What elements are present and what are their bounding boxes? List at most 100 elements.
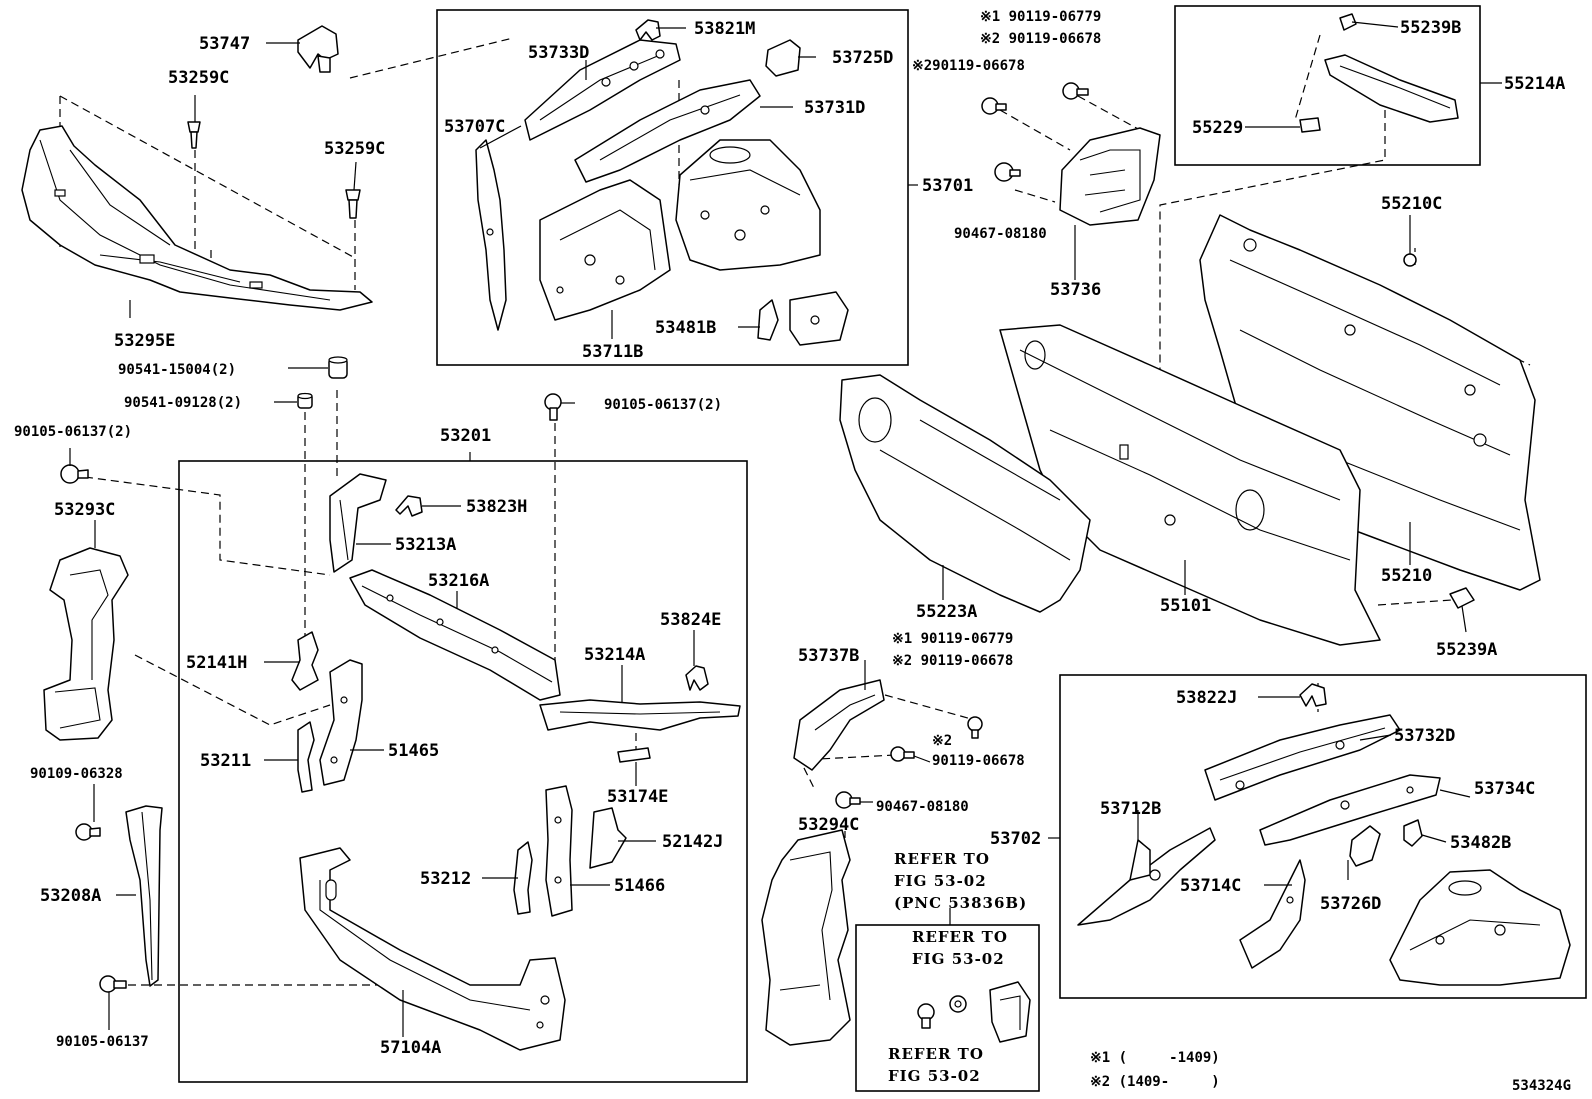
label-90119-06678-c: 90119-06678: [932, 753, 1025, 769]
label-90119-06779-1: ※1 90119-06779: [980, 9, 1101, 25]
clip-53259c-a: [187, 121, 201, 149]
label-53824e: 53824E: [660, 610, 721, 630]
label-55239b: 55239B: [1400, 18, 1461, 38]
part-53711b: [539, 179, 671, 321]
part-53822j: [1299, 683, 1327, 707]
label-53174e: 53174E: [607, 787, 668, 807]
part-52142j: [589, 807, 627, 869]
label-53823h: 53823H: [466, 497, 527, 517]
part-55229: [1299, 117, 1321, 133]
bolt-refer: [917, 1003, 935, 1029]
label-53212: 53212: [420, 869, 471, 889]
part-53212: [513, 841, 533, 915]
part-53214a: [539, 699, 741, 731]
label-51465: 51465: [388, 741, 439, 761]
label-53711b: 53711B: [582, 342, 643, 362]
part-53295e: [21, 125, 373, 311]
part-53726d: [1349, 825, 1381, 867]
label-53712b: 53712B: [1100, 799, 1161, 819]
footnote-2: ※2 (1409- ): [1090, 1074, 1220, 1090]
part-53823h: [395, 495, 423, 517]
part-55101: [999, 324, 1381, 646]
group-box-53701: [436, 9, 909, 366]
label-note-2: ※2: [932, 733, 952, 749]
bolt-90119-a: [981, 97, 1007, 115]
label-90119-06678-2: ※2 90119-06678: [980, 31, 1101, 47]
part-53824e: [685, 665, 709, 691]
refer-note-a-line3: (PNC 53836B): [894, 894, 1027, 912]
part-53732d: [1204, 714, 1401, 801]
label-53821m: 53821M: [694, 19, 755, 39]
part-55223a: [839, 374, 1091, 613]
part-53213a: [329, 473, 387, 573]
label-53822j: 53822J: [1176, 688, 1237, 708]
label-53295e: 53295E: [114, 331, 175, 351]
part-53734c: [1259, 774, 1441, 846]
label-55101: 55101: [1160, 596, 1211, 616]
bolt-90119-c: [967, 716, 983, 739]
part-53707c: [475, 139, 507, 331]
label-53482b: 53482B: [1450, 833, 1511, 853]
bolt-90467-08180-b: [835, 791, 861, 809]
label-52141h: 52141H: [186, 653, 247, 673]
label-53707c: 53707C: [444, 117, 505, 137]
label-55214a: 55214A: [1504, 74, 1565, 94]
bolt-90105-06137-a: [60, 464, 89, 484]
label-90105-06137-c: 90105-06137: [56, 1034, 149, 1050]
bolt-90109-06328: [75, 823, 101, 841]
part-57104a: [299, 847, 566, 1051]
label-90119-06678-2b: ※2 90119-06678: [892, 653, 1013, 669]
figure-code: 534324G: [1512, 1078, 1571, 1094]
spacer-90541-15004: [328, 356, 348, 379]
refer-note-a-line1: REFER TO: [894, 850, 990, 868]
label-57104a: 57104A: [380, 1038, 441, 1058]
part-55239a: [1449, 587, 1475, 609]
refer-note-a-line2: FIG 53-02: [894, 872, 987, 890]
label-90541-15004: 90541-15004(2): [118, 362, 236, 378]
bolt-90119-d: [890, 746, 915, 762]
label-53201: 53201: [440, 426, 491, 446]
label-290119-06678: ※290119-06678: [912, 58, 1025, 74]
label-90467-08180-b: 90467-08180: [876, 799, 969, 815]
part-53211: [297, 721, 315, 793]
part-55239b: [1339, 13, 1357, 31]
label-53737b: 53737B: [798, 646, 859, 666]
part-53701-apron: [675, 139, 821, 271]
part-53481b: [757, 291, 849, 346]
group-box-53702: [1059, 674, 1587, 999]
label-53259c-b: 53259C: [324, 139, 385, 159]
label-53731d: 53731D: [804, 98, 865, 118]
part-53216a: [349, 569, 561, 701]
label-53733d: 53733D: [528, 43, 589, 63]
part-53714c: [1239, 859, 1306, 969]
label-53481b: 53481B: [655, 318, 716, 338]
label-55210: 55210: [1381, 566, 1432, 586]
part-53747: [297, 25, 339, 73]
part-53736: [1059, 127, 1161, 226]
footnote-1: ※1 ( -1409): [1090, 1050, 1220, 1066]
bolt-90105-06137-c: [99, 975, 127, 993]
group-box-refer: [855, 924, 1040, 1092]
part-53174e: [617, 747, 651, 763]
label-53702: 53702: [990, 829, 1041, 849]
part-53293c: [43, 547, 129, 741]
labels: 53747 53259C 53259C 53295E 90541-15004(2…: [14, 9, 1571, 1094]
label-53216a: 53216A: [428, 571, 489, 591]
bolt-55210c: [1403, 253, 1417, 267]
refer-note-b-line2: FIG 53-02: [912, 950, 1005, 968]
label-53211: 53211: [200, 751, 251, 771]
label-90109-06328: 90109-06328: [30, 766, 123, 782]
label-53701: 53701: [922, 176, 973, 196]
group-box-55214a: [1174, 5, 1481, 166]
bolt-90119-b: [1062, 82, 1089, 100]
label-53293c: 53293C: [54, 500, 115, 520]
washer-refer: [949, 995, 967, 1013]
label-53747: 53747: [199, 34, 250, 54]
label-53725d: 53725D: [832, 48, 893, 68]
spacer-90541-09128: [297, 392, 313, 409]
refer-note-c-line1: REFER TO: [888, 1045, 984, 1063]
label-90105-06137-b: 90105-06137(2): [604, 397, 722, 413]
label-53736: 53736: [1050, 280, 1101, 300]
bolt-90105-06137-b: [544, 393, 562, 421]
leader-lines: [69, 21, 1502, 1037]
